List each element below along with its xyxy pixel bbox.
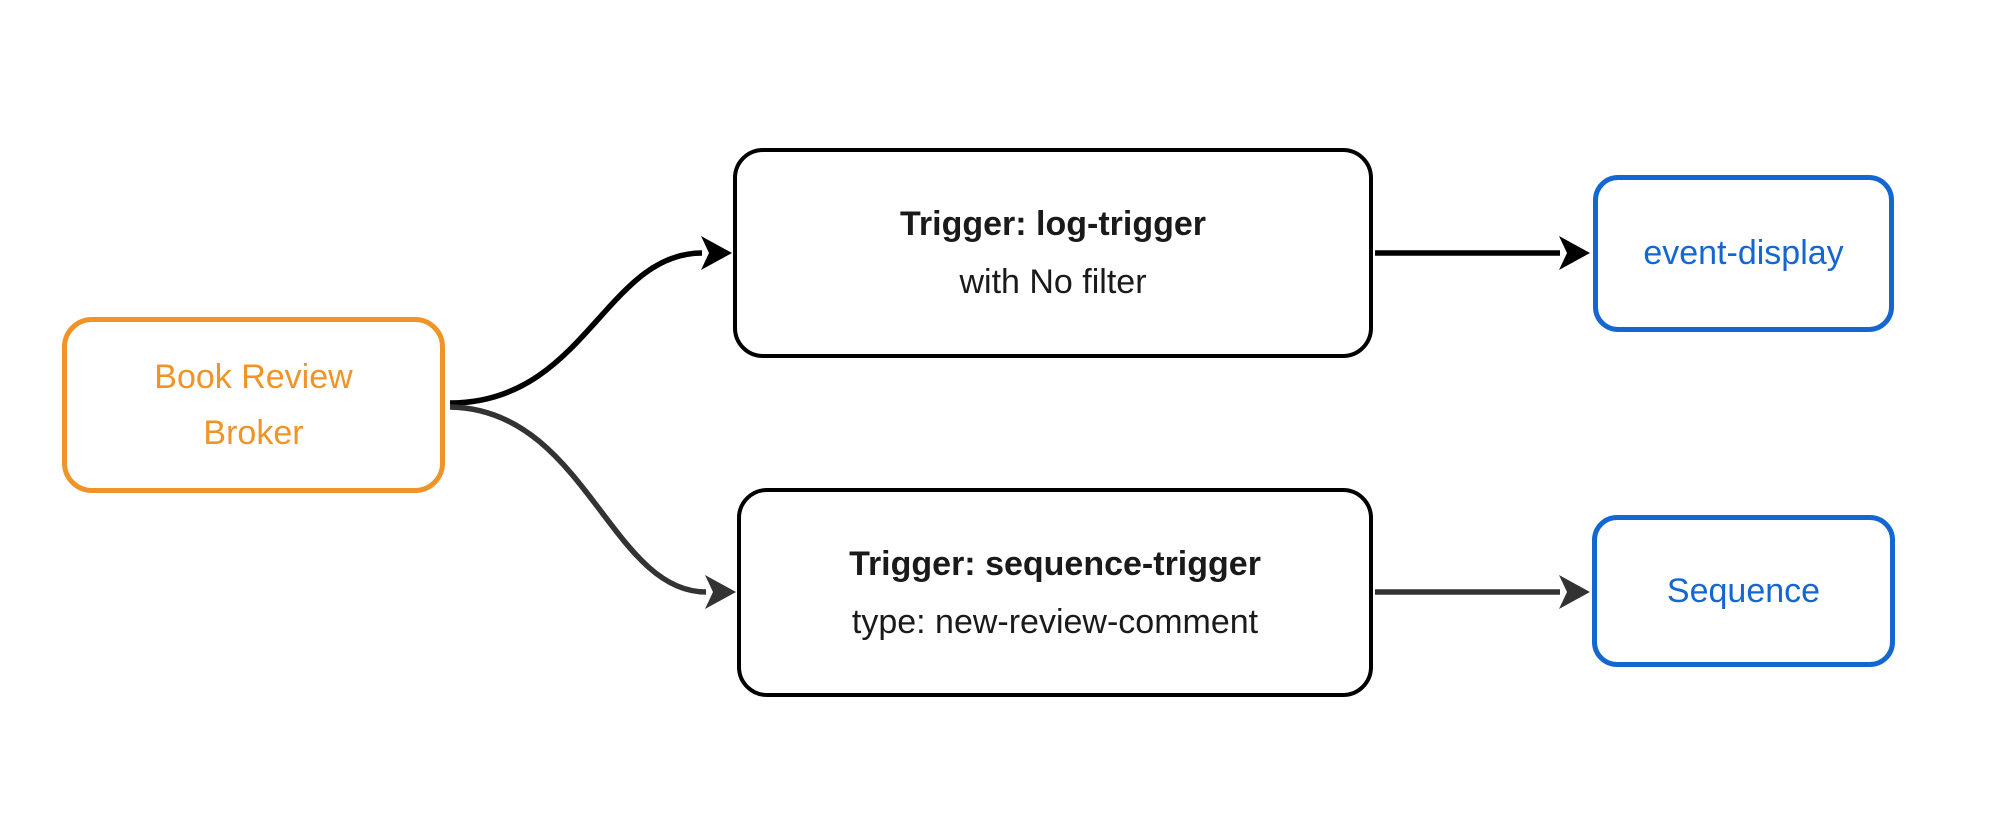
log-trigger-title: Trigger: log-trigger	[900, 205, 1206, 243]
sequence-label: Sequence	[1666, 571, 1821, 610]
sequence-trigger-subtitle: type: new-review-comment	[851, 602, 1259, 641]
node-event-display: event-display	[1593, 175, 1894, 332]
node-log-trigger: Trigger: log-trigger with No filter	[733, 148, 1373, 358]
node-sequence-trigger: Trigger: sequence-trigger type: new-revi…	[737, 488, 1373, 697]
edge-broker-to-sequence-trigger	[449, 404, 736, 609]
node-sequence: Sequence	[1592, 515, 1895, 667]
event-display-label: event-display	[1643, 234, 1844, 272]
node-broker: Book Review Broker	[62, 317, 445, 493]
broker-label-line2: Broker	[203, 414, 304, 452]
sequence-trigger-title: Trigger: sequence-trigger	[849, 544, 1261, 583]
broker-label-line1: Book Review	[154, 358, 353, 396]
log-trigger-subtitle: with No filter	[959, 263, 1147, 301]
edge-broker-to-log-trigger	[449, 236, 732, 406]
